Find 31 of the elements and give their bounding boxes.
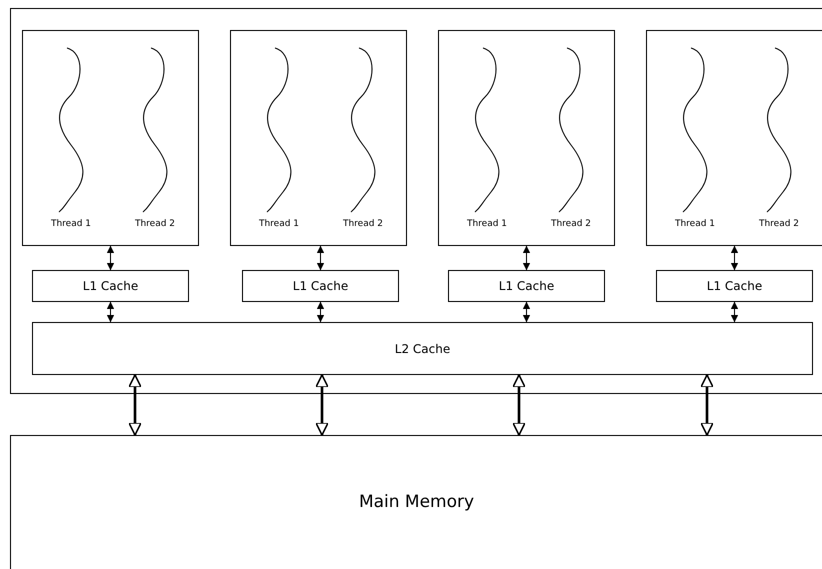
thread-label: Thread 2 (134, 219, 176, 229)
core-box (230, 30, 407, 246)
processor-box (10, 8, 822, 394)
cache-box: L2 Cache (32, 322, 813, 375)
double-arrow (316, 302, 324, 322)
thread-label: Thread 2 (550, 219, 592, 229)
thread-label: Thread 1 (674, 219, 716, 229)
thread-label: Thread 1 (50, 219, 92, 229)
double-arrow (316, 246, 324, 270)
double-arrow (730, 302, 738, 322)
double-arrow (106, 246, 114, 270)
double-arrow (315, 374, 329, 436)
cache-box: L1 Cache (448, 270, 605, 302)
double-arrow (522, 246, 530, 270)
double-arrow (106, 302, 114, 322)
double-arrow (700, 374, 714, 436)
cache-box: L1 Cache (242, 270, 399, 302)
thread-label: Thread 2 (342, 219, 384, 229)
thread-label: Thread 1 (258, 219, 300, 229)
double-arrow (512, 374, 526, 436)
core-box (646, 30, 822, 246)
thread-label: Thread 2 (758, 219, 800, 229)
core-box (22, 30, 199, 246)
double-arrow (730, 246, 738, 270)
thread-label: Thread 1 (466, 219, 508, 229)
cache-box: L1 Cache (656, 270, 813, 302)
double-arrow (128, 374, 142, 436)
core-box (438, 30, 615, 246)
cache-box: L1 Cache (32, 270, 189, 302)
double-arrow (522, 302, 530, 322)
memory-box: Main Memory (10, 435, 822, 569)
